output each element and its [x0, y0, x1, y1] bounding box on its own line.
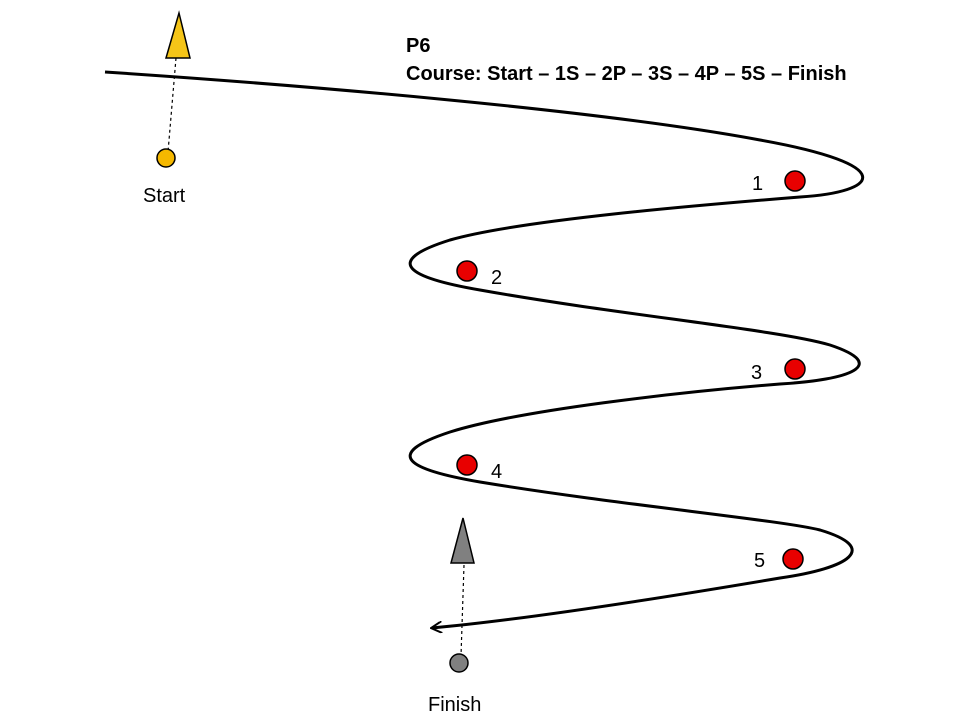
mark-1-dot: [784, 170, 806, 192]
mark-3: 3: [751, 358, 806, 384]
mark-4: 4: [456, 454, 502, 483]
mark-2-label: 2: [491, 267, 502, 289]
finish-label: Finish: [428, 694, 481, 716]
start-flag-icon: [165, 10, 191, 59]
start-mark: [156, 148, 176, 168]
mark-2: 2: [456, 260, 502, 289]
mark-4-label: 4: [491, 461, 502, 483]
finish-line: [460, 564, 465, 657]
mark-5-label: 5: [754, 550, 765, 572]
mark-5: 5: [754, 548, 804, 572]
mark-2-dot: [456, 260, 478, 282]
course-description: Course: Start – 1S – 2P – 3S – 4P – 5S –…: [406, 63, 847, 85]
mark-1: 1: [752, 170, 806, 195]
course-path: [104, 70, 864, 628]
pattern-code: P6: [406, 35, 430, 57]
finish-flag-icon: [450, 517, 475, 564]
mark-5-dot: [782, 548, 804, 570]
finish-mark: [449, 653, 469, 673]
mark-4-dot: [456, 454, 478, 476]
mark-3-dot: [784, 358, 806, 380]
start-label: Start: [143, 185, 186, 207]
start-line: [167, 57, 177, 153]
mark-3-label: 3: [751, 362, 762, 384]
mark-1-label: 1: [752, 173, 763, 195]
